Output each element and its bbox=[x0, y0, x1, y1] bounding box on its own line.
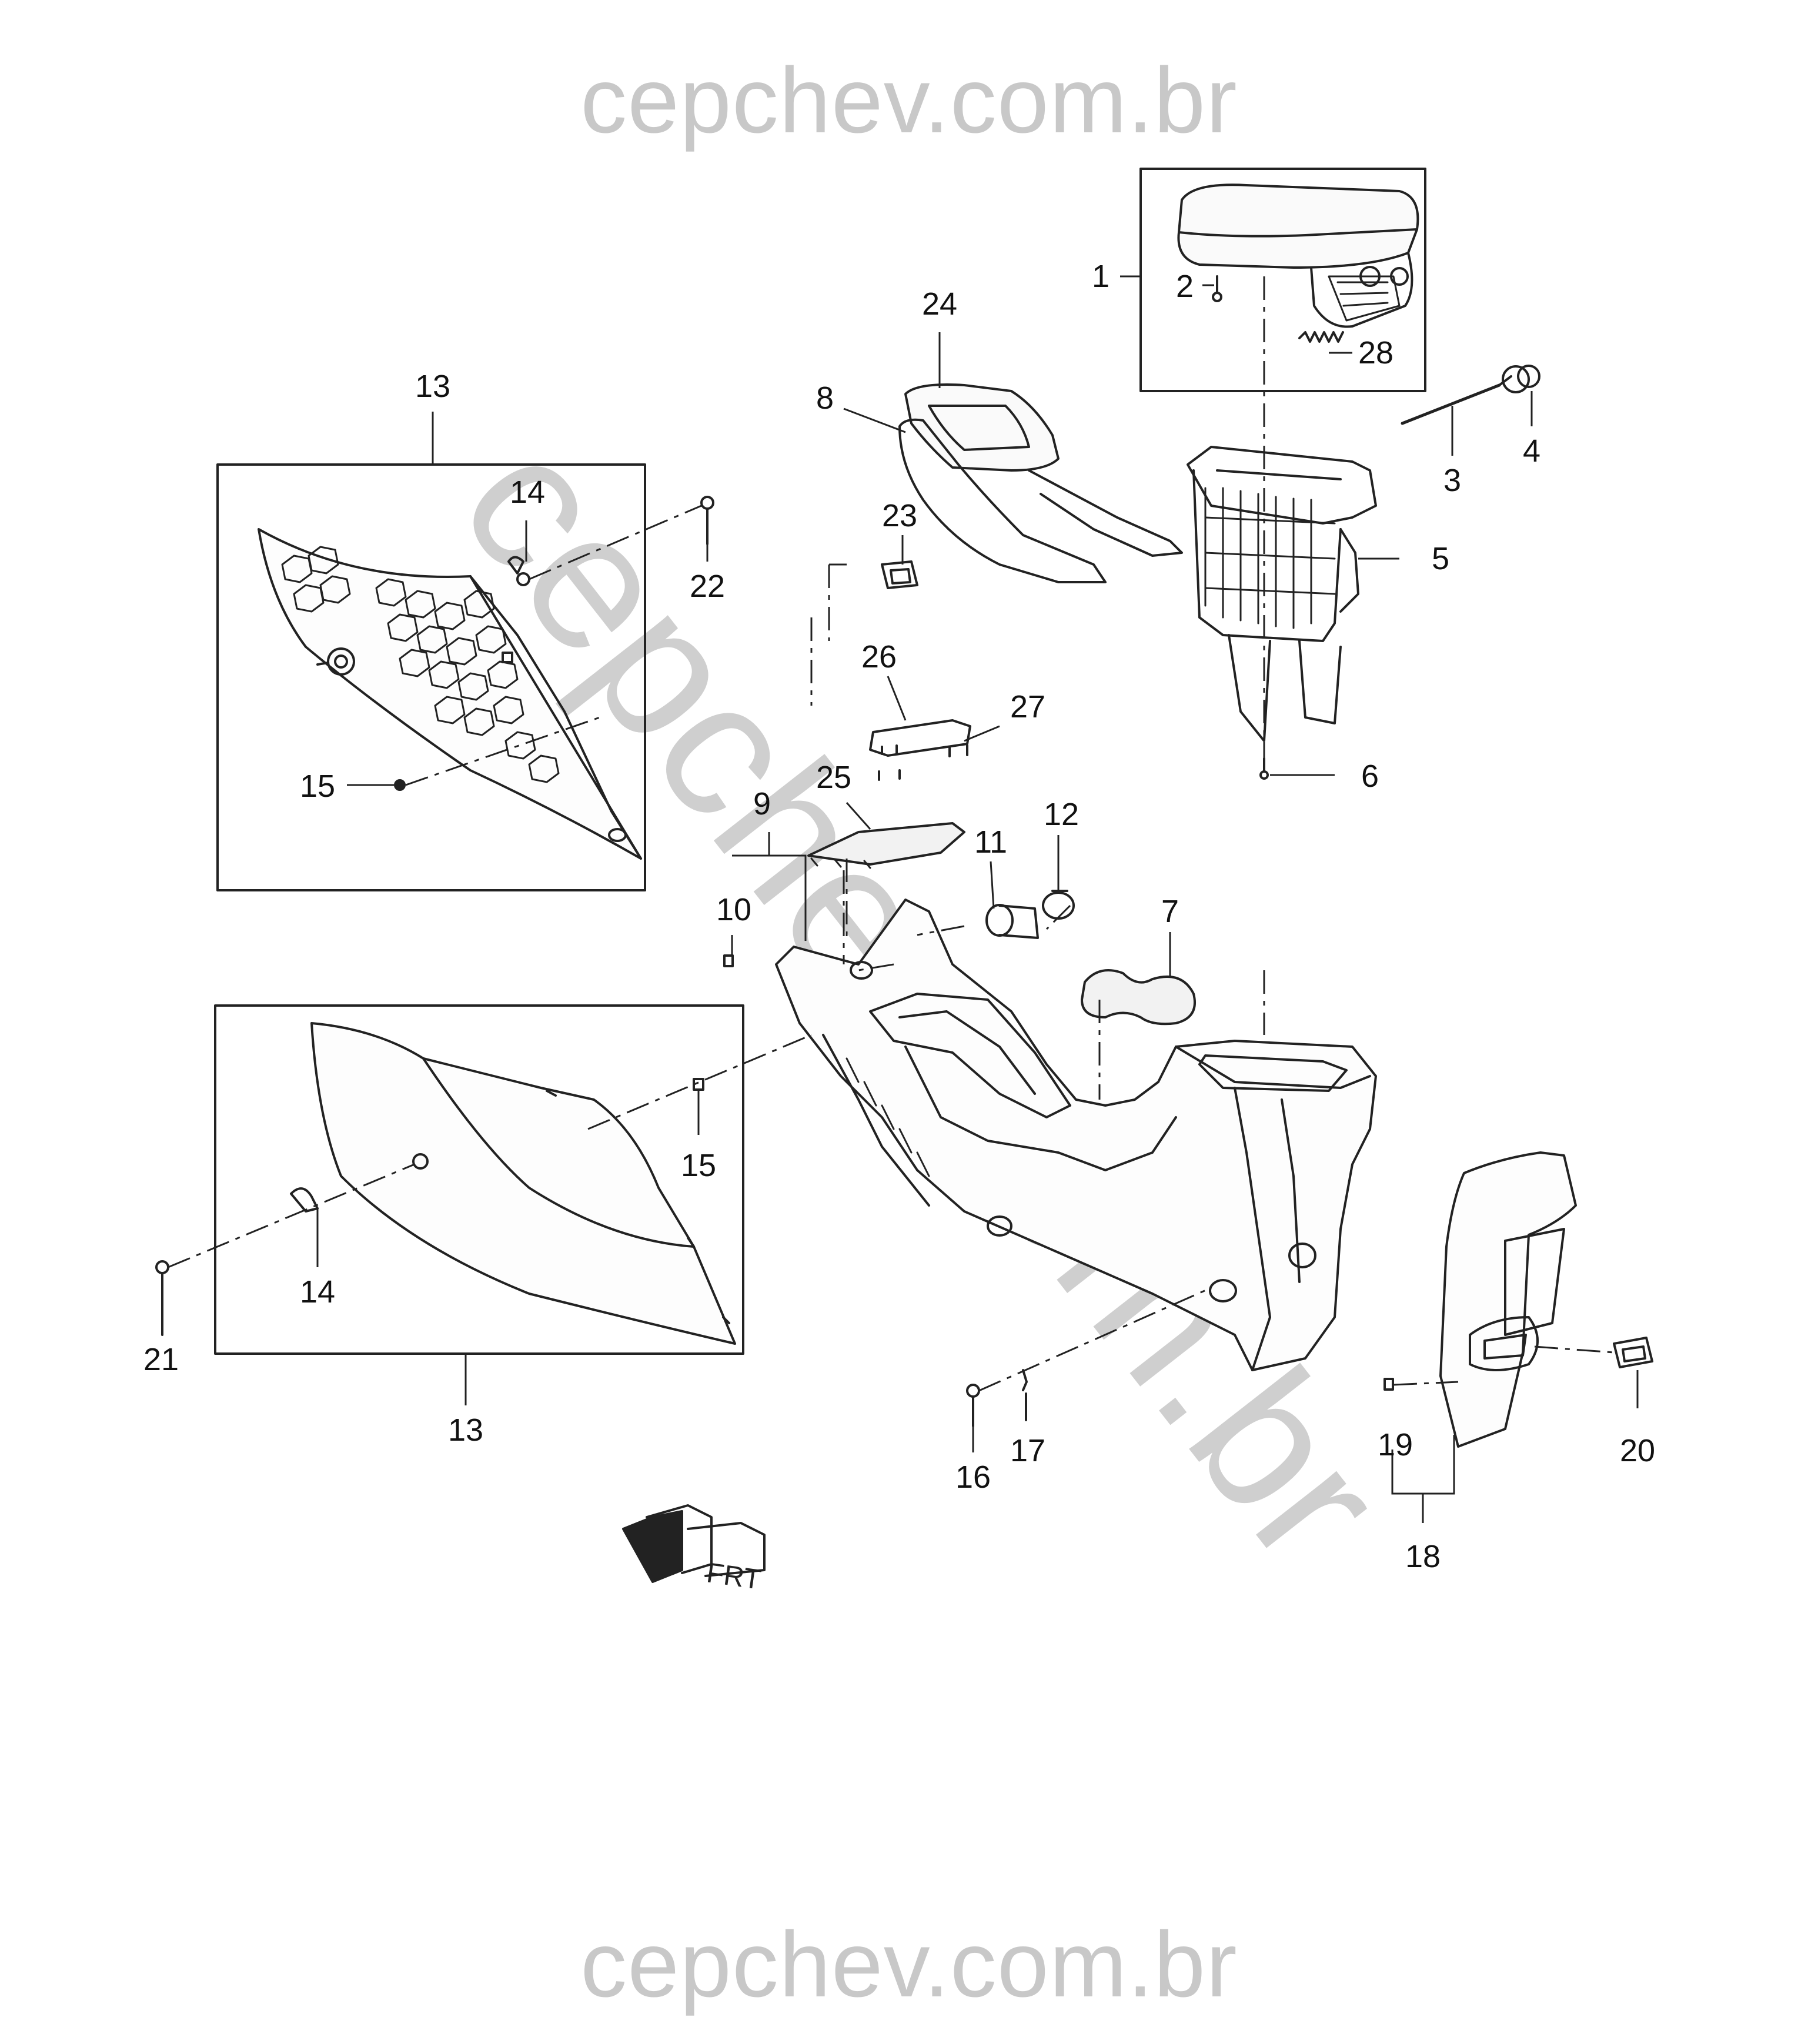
clip-17 bbox=[1022, 1369, 1028, 1421]
callout-15-lower: 15 bbox=[681, 1148, 716, 1183]
armrest-lid bbox=[1177, 183, 1419, 328]
left-side-panel bbox=[258, 528, 642, 860]
callout-3: 3 bbox=[1443, 463, 1461, 498]
callout-26: 26 bbox=[861, 639, 897, 674]
clip-19 bbox=[1383, 1378, 1394, 1391]
callout-21: 21 bbox=[143, 1342, 179, 1377]
callout-19: 19 bbox=[1378, 1427, 1413, 1462]
callout-2: 2 bbox=[1176, 269, 1194, 304]
left-panel-detail-box bbox=[216, 463, 646, 891]
clip-14-lower bbox=[290, 1187, 319, 1213]
right-panel-detail-box bbox=[214, 1004, 744, 1355]
callout-22: 22 bbox=[690, 569, 725, 604]
callout-25: 25 bbox=[816, 760, 851, 795]
storage-bin-bracket bbox=[1187, 446, 1377, 742]
callout-20: 20 bbox=[1620, 1433, 1655, 1468]
screw-16 bbox=[966, 1384, 980, 1427]
callout-6: 6 bbox=[1361, 759, 1379, 794]
cover-plate-25 bbox=[807, 822, 965, 866]
cupholder-mat-7 bbox=[1081, 969, 1196, 1026]
rod-3 bbox=[1401, 383, 1501, 425]
callout-24: 24 bbox=[922, 286, 957, 322]
callout-10: 10 bbox=[716, 892, 751, 927]
callout-13-lower: 13 bbox=[448, 1412, 483, 1448]
module-26 bbox=[869, 719, 971, 757]
rear-panel-18 bbox=[1439, 1151, 1577, 1448]
screw-2 bbox=[1212, 275, 1222, 302]
power-socket-11 bbox=[985, 904, 1039, 939]
screws-27 bbox=[878, 744, 968, 781]
screw-22 bbox=[700, 496, 714, 545]
socket-cap-12 bbox=[1042, 890, 1075, 920]
callout-1: 1 bbox=[1092, 259, 1109, 294]
clip-4 bbox=[1498, 365, 1540, 393]
spring-28 bbox=[1298, 331, 1344, 343]
callout-14-upper: 14 bbox=[510, 475, 545, 510]
armrest-detail-box bbox=[1139, 168, 1426, 392]
callout-4: 4 bbox=[1523, 433, 1540, 469]
nut-15-upper bbox=[394, 779, 406, 791]
callout-17: 17 bbox=[1010, 1433, 1045, 1468]
callout-28: 28 bbox=[1358, 335, 1393, 370]
console-main-body bbox=[775, 899, 1377, 1371]
switch-23 bbox=[881, 560, 918, 589]
callout-18: 18 bbox=[1405, 1539, 1441, 1574]
callout-14-lower: 14 bbox=[300, 1274, 335, 1310]
watermark-bottom: cepchev.com.br bbox=[580, 1913, 1238, 2016]
callout-16: 16 bbox=[955, 1459, 991, 1495]
callout-23: 23 bbox=[882, 498, 917, 533]
callout-15-upper: 15 bbox=[300, 769, 335, 804]
shifter-bezel-24 bbox=[904, 383, 1060, 472]
pin-10 bbox=[723, 954, 734, 967]
screw-6 bbox=[1259, 757, 1269, 780]
callout-5: 5 bbox=[1432, 541, 1449, 576]
switch-20 bbox=[1613, 1337, 1653, 1368]
callout-7: 7 bbox=[1161, 894, 1179, 929]
console-trim-8 bbox=[898, 418, 1183, 583]
callout-11: 11 bbox=[974, 824, 1007, 860]
callout-12: 12 bbox=[1044, 797, 1079, 832]
callout-13-upper: 13 bbox=[415, 369, 450, 404]
front-label: FRT bbox=[704, 1557, 763, 1595]
callout-9: 9 bbox=[753, 786, 771, 821]
right-side-panel bbox=[310, 1022, 736, 1345]
front-direction-arrow bbox=[622, 1504, 766, 1583]
watermark-top: cepchev.com.br bbox=[580, 49, 1238, 152]
callout-8: 8 bbox=[816, 380, 834, 416]
callout-27: 27 bbox=[1010, 689, 1045, 724]
